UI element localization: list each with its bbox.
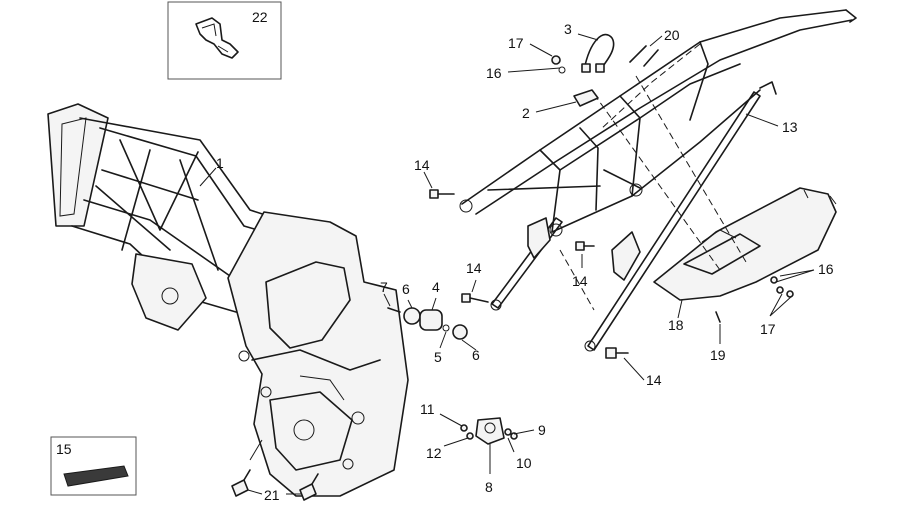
rear-subframe: [459, 9, 857, 237]
callout-8: 8: [485, 479, 493, 495]
callout-labels: 22 3 17 20 16 2 13 1 14 14 14 14 16 17 7…: [56, 9, 834, 503]
callout-14-lower: 14: [646, 372, 662, 388]
strut-right: [584, 91, 761, 352]
callout-14-left: 14: [466, 260, 482, 276]
callout-22: 22: [252, 9, 268, 25]
callout-1: 1: [216, 155, 224, 171]
callout-16-top: 16: [486, 65, 502, 81]
callout-14-middle: 14: [572, 273, 588, 289]
callout-6-left: 6: [402, 281, 410, 297]
callout-6-right: 6: [472, 347, 480, 363]
callout-9: 9: [538, 422, 546, 438]
callout-20: 20: [664, 27, 680, 43]
callout-18: 18: [668, 317, 684, 333]
callout-4: 4: [432, 279, 440, 295]
callout-12: 12: [426, 445, 442, 461]
leader-lines: [199, 33, 815, 495]
callout-17-right: 17: [760, 321, 776, 337]
callout-10: 10: [516, 455, 532, 471]
callout-11: 11: [420, 401, 435, 417]
rear-undertray: [653, 187, 837, 301]
callout-2: 2: [522, 105, 530, 121]
callout-21: 21: [264, 487, 280, 503]
main-frame: [47, 103, 409, 497]
callout-17-top: 17: [508, 35, 524, 51]
callout-3: 3: [564, 21, 572, 37]
assembly-lines: [559, 43, 747, 311]
callout-15: 15: [56, 441, 72, 457]
strut-left: [490, 217, 563, 311]
callout-5: 5: [434, 349, 442, 365]
hardware: [231, 33, 794, 501]
inset-box-strip: [50, 436, 137, 496]
callout-13: 13: [782, 119, 798, 135]
callout-16-right: 16: [818, 261, 834, 277]
callout-19: 19: [710, 347, 726, 363]
callout-14-upper: 14: [414, 157, 430, 173]
callout-7: 7: [380, 279, 388, 295]
inset-box-clamp: [167, 1, 282, 80]
